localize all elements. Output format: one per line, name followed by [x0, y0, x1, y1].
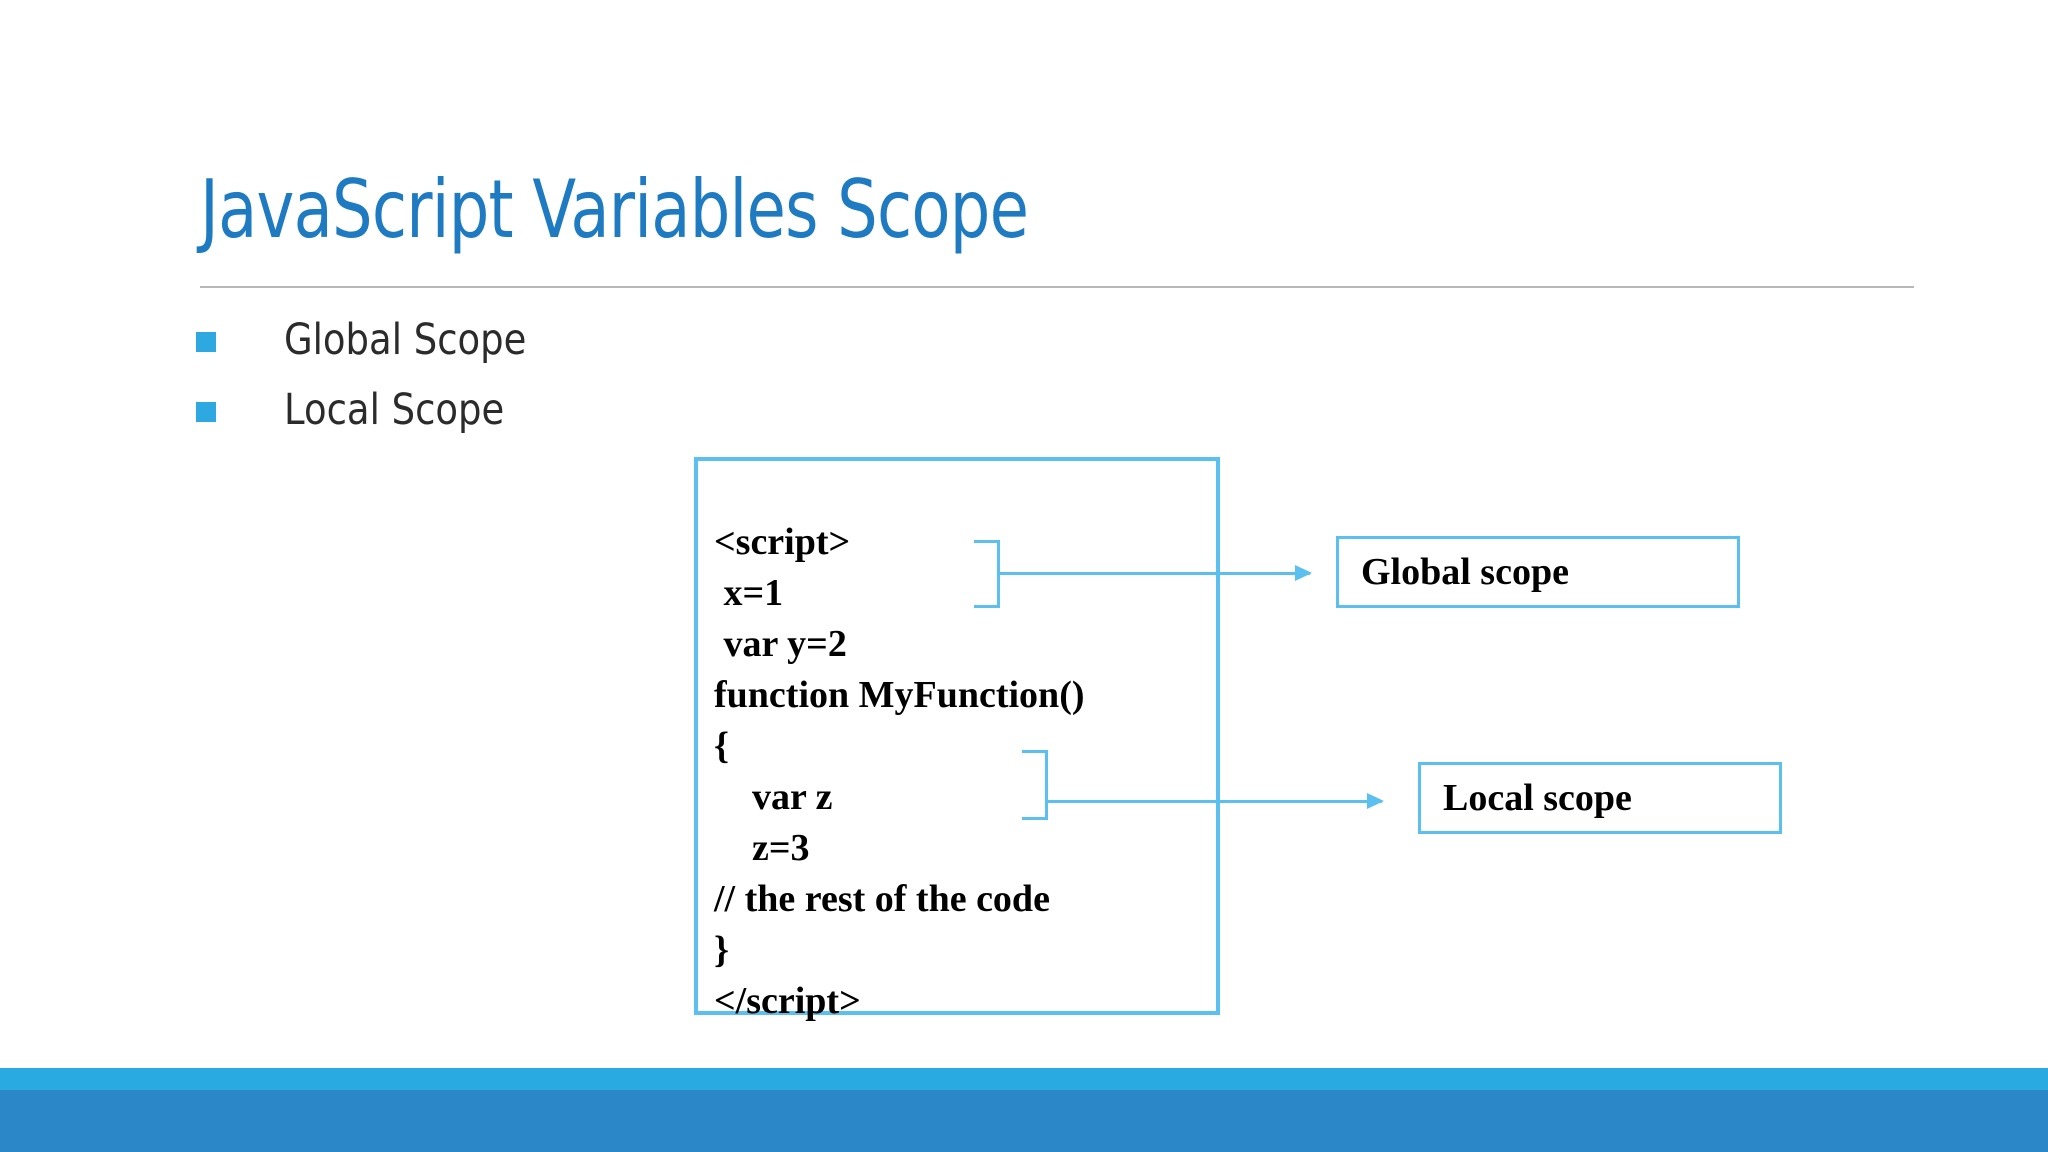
- annotation-box-global-scope: Global scope: [1336, 536, 1740, 608]
- list-item: Local Scope: [196, 375, 1096, 445]
- bracket-local-icon: [1022, 750, 1048, 820]
- footer-band: [0, 1090, 2048, 1152]
- title-divider: [200, 286, 1914, 288]
- code-snippet-box: <script> x=1 var y=2 function MyFunction…: [694, 457, 1220, 1022]
- bullet-label-global-scope: Global Scope: [284, 315, 527, 365]
- annotation-box-local-scope: Local scope: [1418, 762, 1782, 834]
- code-snippet-text: <script> x=1 var y=2 function MyFunction…: [714, 521, 1085, 1022]
- footer-accent-band: [0, 1068, 2048, 1090]
- square-bullet-icon: [196, 402, 216, 422]
- bracket-global-icon: [974, 540, 1000, 608]
- square-bullet-icon: [196, 332, 216, 352]
- annotation-label-global-scope: Global scope: [1361, 551, 1569, 593]
- list-item: Global Scope: [196, 305, 1096, 375]
- bullet-list: Global Scope Local Scope: [196, 305, 1096, 445]
- arrow-right-local-icon: [1046, 793, 1384, 809]
- bullet-label-local-scope: Local Scope: [284, 385, 505, 435]
- annotation-label-local-scope: Local scope: [1443, 777, 1632, 819]
- page-title: JavaScript Variables Scope: [200, 163, 1029, 256]
- arrow-right-global-icon: [998, 565, 1312, 581]
